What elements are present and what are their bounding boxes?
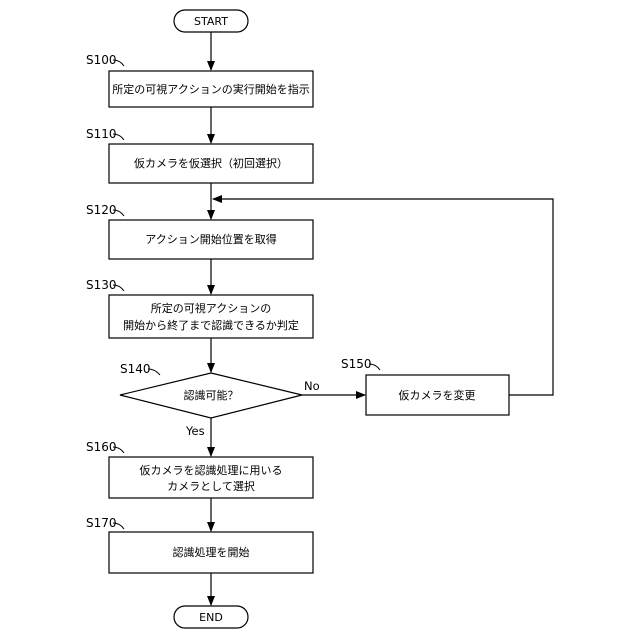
edge-label-yes: Yes <box>185 424 205 438</box>
step-s130-text-line1: 所定の可視アクションの <box>151 301 271 315</box>
step-s170: 認識処理を開始 S170 <box>86 516 313 573</box>
step-s100-label: S100 <box>86 53 117 67</box>
step-s120-text: アクション開始位置を取得 <box>145 232 276 246</box>
start-terminator: START <box>174 10 248 32</box>
step-s110-label: S110 <box>86 127 117 141</box>
decision-s140-label: S140 <box>120 362 151 376</box>
step-s150-text: 仮カメラを変更 <box>399 388 476 402</box>
end-terminator: END <box>174 606 248 628</box>
step-s160-text-line1: 仮カメラを認識処理に用いる <box>140 463 283 477</box>
step-s120-label: S120 <box>86 203 117 217</box>
decision-s140-text: 認識可能？ <box>184 388 239 402</box>
step-s160: 仮カメラを認識処理に用いる カメラとして選択 S160 <box>86 440 313 498</box>
step-s150: 仮カメラを変更 S150 <box>341 357 509 415</box>
step-s160-label: S160 <box>86 440 117 454</box>
step-s100-text: 所定の可視アクションの実行開始を指示 <box>112 82 309 96</box>
edge-label-no: No <box>304 379 320 393</box>
step-s170-text: 認識処理を開始 <box>173 545 250 559</box>
end-text: END <box>199 611 223 624</box>
step-s170-label: S170 <box>86 516 117 530</box>
step-s160-text-line2: カメラとして選択 <box>167 479 255 493</box>
step-s130: 所定の可視アクションの 開始から終了まで認識できるか判定 S130 <box>86 278 313 338</box>
step-s110-text: 仮カメラを仮選択（初回選択） <box>134 156 288 170</box>
step-s100: 所定の可視アクションの実行開始を指示 S100 <box>86 53 313 107</box>
step-s120: アクション開始位置を取得 S120 <box>86 203 313 259</box>
step-s130-text-line2: 開始から終了まで認識できるか判定 <box>123 318 299 332</box>
step-s150-label: S150 <box>341 357 372 371</box>
start-text: START <box>194 15 228 28</box>
step-s130-label: S130 <box>86 278 117 292</box>
step-s110: 仮カメラを仮選択（初回選択） S110 <box>86 127 313 183</box>
